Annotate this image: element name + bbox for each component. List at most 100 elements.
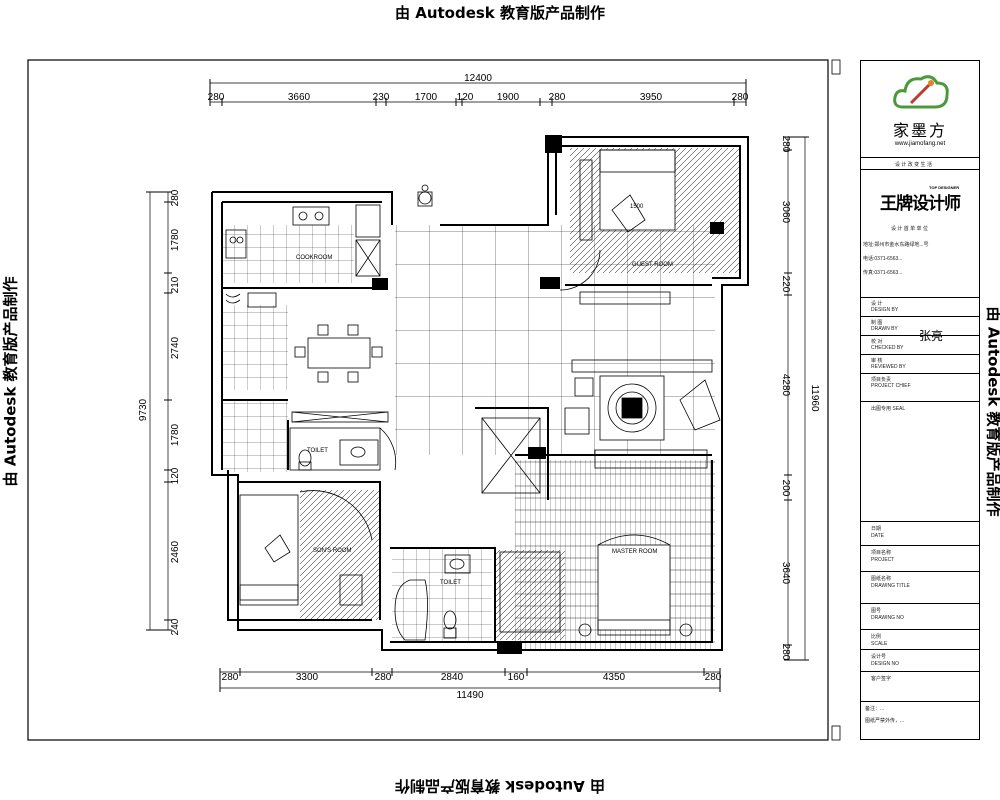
brand-name: 王牌设计师: [880, 194, 961, 214]
check-label-en: CHECKED BY: [871, 345, 904, 351]
phone-2: 传真:0371-6563...: [863, 270, 903, 276]
dim-right-3: 220: [780, 276, 791, 293]
cloud-logo-icon: [893, 75, 949, 109]
cookroom-floor: [222, 225, 354, 283]
address: 地址:郑州市金水东路绿地...号: [863, 242, 929, 248]
project-name-label-en: PROJECT: [871, 557, 895, 563]
review-label: 审 核: [871, 358, 883, 364]
phone-1: 电话:0371-6563...: [863, 256, 903, 262]
dim-right-5: 200: [780, 480, 791, 497]
room-label-toilet-1: TOILET: [307, 448, 328, 454]
dim-right-7: 280: [780, 644, 791, 661]
dim-left-5: 1780: [170, 423, 181, 446]
date-label: 日期: [871, 526, 882, 532]
master-room-furniture: [499, 534, 693, 637]
dimension-lines: [149, 82, 806, 689]
brand-subtitle: TOP DESIGNER: [929, 185, 960, 190]
design-label: 设 计: [871, 301, 883, 307]
dimensions-left: 280 1780 210 2740 1780 120 2460 240 9730: [138, 189, 181, 635]
dim-left-2: 1780: [170, 228, 181, 251]
slogan: 设 计 改 变 生 活: [895, 162, 932, 168]
drawing-no-label: 图号: [871, 608, 882, 614]
design-no-label: 设计号: [871, 654, 887, 660]
seal-label: 出图专用 SEAL: [871, 406, 906, 412]
drawn-label-en: DRAWN BY: [871, 326, 898, 332]
dim-bottom-7: 280: [705, 672, 722, 683]
dim-bottom-1: 280: [222, 672, 239, 683]
room-label-toilet-2: TOILET: [440, 580, 461, 586]
drawing-no-label-en: DRAWING NO: [871, 615, 904, 621]
dim-top-total: 12400: [464, 73, 492, 84]
bed-size-label: 1500: [630, 204, 644, 210]
dim-bottom-2: 3300: [296, 672, 319, 683]
dim-left-6: 120: [170, 467, 181, 484]
dim-top-5: 120: [457, 92, 474, 103]
room-label-sons-room: SON'S ROOM: [313, 548, 351, 554]
project-chief-label-en: PROJECT CHIEF: [871, 383, 911, 389]
date-label-en: DATE: [871, 533, 884, 539]
toilet-2-fixtures: [394, 554, 471, 641]
dimensions-bottom: 280 3300 280 2840 160 4350 280 11490: [219, 668, 722, 701]
drawing-title-label-en: DRAWING TITLE: [871, 583, 910, 589]
dim-left-7: 2460: [170, 540, 181, 563]
dim-right-1: 280: [780, 136, 791, 153]
dim-top-4: 1700: [415, 92, 438, 103]
guest-room-furniture: [559, 149, 676, 305]
frame-marks: [831, 59, 841, 741]
room-label-master-room: MASTER ROOM: [612, 549, 657, 555]
toilet-1-fixtures: [289, 427, 397, 471]
dim-left-4: 2740: [170, 336, 181, 359]
dim-top-1: 280: [208, 92, 225, 103]
dim-right-total: 11960: [809, 384, 820, 412]
client-signature-label: 客户签字: [871, 676, 892, 682]
scale-label: 比例: [871, 634, 882, 640]
company-name: 家墨方: [892, 121, 947, 140]
dim-right-2: 3060: [780, 201, 791, 224]
laundry-fixtures: [225, 292, 389, 423]
designer-name: 张亮: [919, 329, 944, 343]
drawing-frame: [27, 59, 829, 741]
room-label-cookroom: COOKROOM: [296, 255, 332, 261]
dim-top-3: 230: [373, 92, 390, 103]
title-block: 家墨方 www.jiamofang.net 设 计 改 变 生 活 王牌设计师 …: [860, 60, 980, 740]
dining-floor: [222, 305, 288, 390]
dim-bottom-4: 2840: [441, 672, 464, 683]
dim-left-3: 210: [170, 276, 181, 293]
project-chief-label: 项目负责: [871, 377, 892, 383]
cookroom-fixtures: [225, 204, 381, 277]
utility-floor: [222, 400, 288, 472]
dim-top-9: 280: [732, 92, 749, 103]
dim-top-8: 3950: [640, 92, 663, 103]
dining-table: [294, 324, 383, 383]
scale-label-en: SCALE: [871, 641, 888, 647]
dimensions-top: 12400 280 3660 230 1700 120 1900 280 395…: [208, 73, 749, 106]
company-website: www.jiamofang.net: [894, 141, 946, 147]
check-label: 校 对: [871, 339, 883, 345]
entry-chair: [417, 184, 433, 207]
walls: [211, 136, 749, 651]
note-2: 图纸严禁外传，...: [865, 718, 905, 724]
corridor-storage: [481, 417, 541, 494]
living-furniture: [564, 359, 721, 469]
dim-right-6: 3640: [780, 562, 791, 585]
project-name-label: 项目名称: [871, 550, 892, 556]
dimensions-right: 280 3060 220 4280 200 3640 280 11960: [780, 136, 820, 661]
dim-right-4: 4280: [780, 374, 791, 397]
dim-top-7: 280: [549, 92, 566, 103]
drawing-title-label: 图纸名称: [871, 576, 892, 582]
closet-floor: [495, 550, 565, 640]
design-no-label-en: DESIGN NO: [871, 661, 900, 667]
dim-left-8: 240: [170, 618, 181, 635]
columns: [372, 135, 724, 654]
dim-left-1: 280: [170, 189, 181, 206]
toilet2-floor: [392, 548, 492, 643]
dim-bottom-total: 11490: [456, 690, 484, 701]
note-1: 备注：...: [865, 706, 885, 712]
design-label-en: DESIGN BY: [871, 307, 899, 313]
dept-label: 设 计 首 单 单 位: [891, 226, 928, 232]
dim-top-2: 3660: [288, 92, 311, 103]
dim-bottom-6: 4350: [603, 672, 626, 683]
drawn-label: 制 图: [871, 320, 883, 326]
sons-room-furniture: [239, 490, 373, 606]
